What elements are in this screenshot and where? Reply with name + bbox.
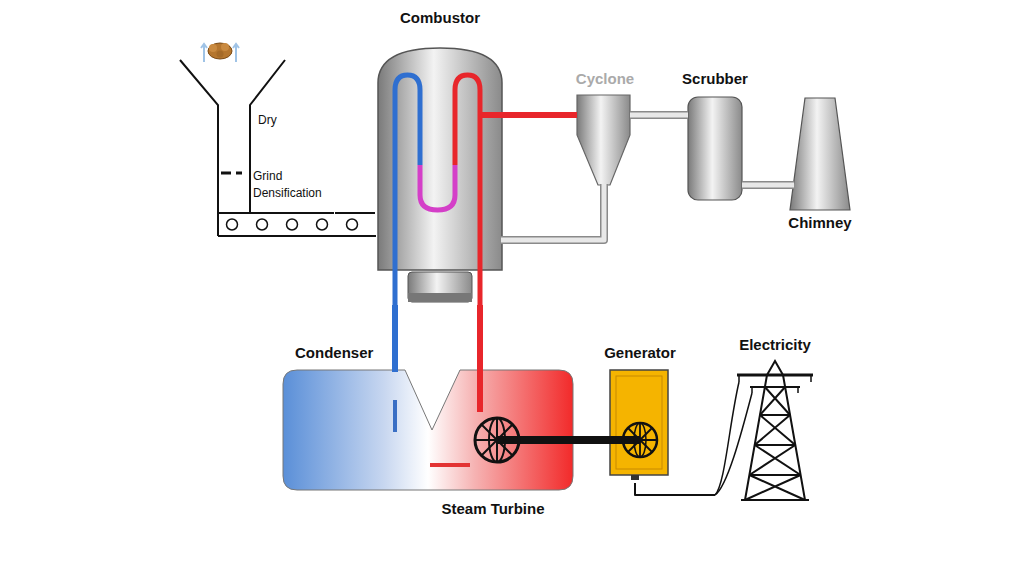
steam-pipe	[480, 305, 481, 340]
drive-shaft	[580, 440, 598, 441]
pipe-wall	[758, 181, 780, 189]
node-label: Chimney	[788, 214, 851, 232]
flue-gas-pipe	[758, 185, 780, 186]
node-label: Steam Turbine	[441, 500, 544, 518]
ash-return-pipe	[505, 193, 604, 240]
pipe-bore	[505, 193, 604, 240]
combustor-vessel: Combustor	[375, 5, 505, 305]
pipe-bore	[758, 183, 780, 188]
cold-water-pipe	[395, 305, 396, 340]
conveyor-belt-link-line	[335, 212, 375, 214]
node-label: Dry	[258, 112, 277, 129]
combustor-vessel-art	[375, 5, 505, 305]
pipe-bore	[647, 113, 672, 118]
transmission-tower-art	[715, 335, 835, 505]
generator-box-art	[598, 343, 682, 483]
scrubber-tank-art	[672, 68, 758, 203]
node-label: Cyclone	[576, 70, 634, 88]
node-label: Grind Densification	[253, 168, 333, 202]
hopper-funnel: DryGrind Densification	[178, 38, 335, 240]
hot-gas-pipe-line	[505, 112, 563, 118]
condenser-turbine-housing: CondenserSteam Turbine	[280, 340, 580, 520]
chimney-stack: Chimney	[780, 95, 860, 235]
drive-shaft-line	[580, 436, 598, 444]
power-wire	[635, 483, 715, 495]
flue-gas-pipe	[647, 115, 672, 116]
node-label: Electricity	[739, 336, 811, 354]
power-wire-line	[635, 483, 715, 495]
cold-water-pipe-line	[392, 305, 398, 340]
node-label: Scrubber	[682, 70, 748, 88]
pipe-wall	[647, 111, 672, 119]
node-label: Condenser	[295, 344, 373, 362]
generator-box: Generator	[598, 343, 682, 483]
steam-pipe-line	[477, 305, 483, 340]
conveyor-belt-link	[335, 213, 375, 214]
scrubber-tank: Scrubber	[672, 68, 758, 203]
node-label: Generator	[604, 344, 676, 362]
condenser-turbine-housing-art	[280, 340, 580, 520]
cyclone-separator: Cyclone	[563, 68, 647, 193]
transmission-tower: Electricity	[715, 335, 835, 505]
pipe-wall	[505, 193, 604, 240]
node-label: Combustor	[400, 9, 480, 27]
hot-gas-pipe	[505, 115, 563, 116]
hopper-funnel-art	[178, 38, 334, 240]
